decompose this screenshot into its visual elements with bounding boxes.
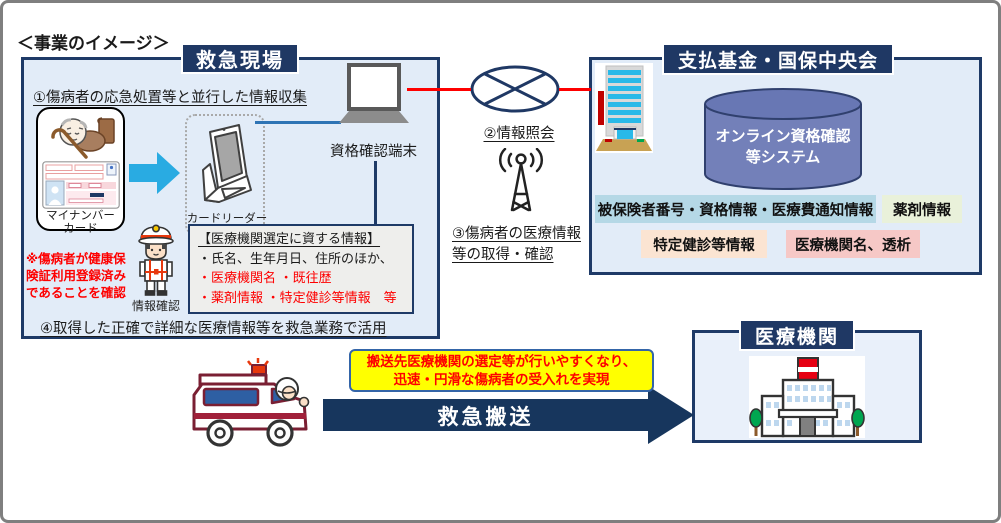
database-label: オンライン資格確認 等システム [715, 128, 851, 166]
info-box-item-name: ・氏名、生年月日、住所のほか、 [198, 250, 393, 266]
page-title: ＜事業のイメージ＞ [17, 34, 170, 53]
terminal-info-connector [374, 161, 377, 225]
cyan-arrow-icon [129, 152, 180, 194]
office-building-icon [595, 63, 653, 153]
info-box: 【医療機関選定に資する情報】 ・氏名、生年月日、住所のほか、 ・医療機関名 ・既… [188, 224, 414, 314]
emergency-scene-title: 救急現場 [181, 43, 299, 74]
connector-red-right [559, 88, 591, 91]
reader-terminal-connector [255, 121, 341, 124]
card-note: ※傷病者が健康保 険証利用登録済み であることを確認 [26, 252, 127, 300]
benefit-banner: 搬送先医療機関の選定等が行いやすくなり、 迅速・円滑な傷病者の受入れを実現 [349, 349, 654, 392]
step1-text: ①傷病者の応急処置等と並行した情報収集 [33, 90, 307, 106]
step4-text: ④取得した正確で詳細な医療情報等を救急業務で活用 [40, 321, 387, 337]
mynumber-card-label: マイナンバー カード [46, 210, 115, 235]
info-tag-insured-number: 被保険者番号・資格情報・医療費通知情報 [595, 195, 876, 223]
radio-antenna-icon [498, 148, 544, 212]
info-box-item-history: ・医療機関名 ・既往歴 [198, 270, 332, 285]
info-check-label: 情報確認 [131, 299, 180, 313]
hospital-building-icon [749, 356, 865, 438]
info-box-item-drug: ・薬剤情報 ・特定健診等情報 等 [198, 289, 397, 305]
database-cylinder-icon [704, 88, 862, 190]
card-reader-label: カードリーダー [186, 213, 268, 225]
info-tag-drug: 薬剤情報 [882, 195, 962, 223]
firefighter-icon [138, 224, 174, 296]
elderly-patient-icon [51, 117, 115, 159]
network-node-icon [470, 65, 560, 113]
connector-red-left [407, 88, 471, 91]
payment-fund-title: 支払基金・国保中央会 [662, 43, 894, 75]
mynumber-card-box: マイナンバー カード [36, 107, 125, 235]
info-tag-institution: 医療機関名、透析 [786, 230, 920, 258]
terminal-label: 資格確認端末 [330, 144, 417, 160]
info-tag-checkup: 特定健診等情報 [641, 230, 767, 258]
ambulance-icon [192, 358, 310, 447]
mynumber-card-icon [42, 161, 120, 209]
step3-text: ③傷病者の医療情報 等の取得・確認 [452, 226, 581, 263]
transport-arrow-icon [323, 386, 694, 444]
card-reader-box: カードリーダー [185, 114, 267, 235]
laptop-icon [339, 63, 409, 123]
info-box-title: 【医療機関選定に資する情報】 [198, 231, 381, 246]
database-cylinder: オンライン資格確認 等システム [703, 86, 863, 192]
hospital-title: 医療機関 [739, 319, 855, 351]
transport-arrow-label: 救急搬送 [437, 406, 534, 429]
card-reader-icon [202, 124, 252, 203]
step2-text: ②情報照会 [483, 126, 555, 142]
